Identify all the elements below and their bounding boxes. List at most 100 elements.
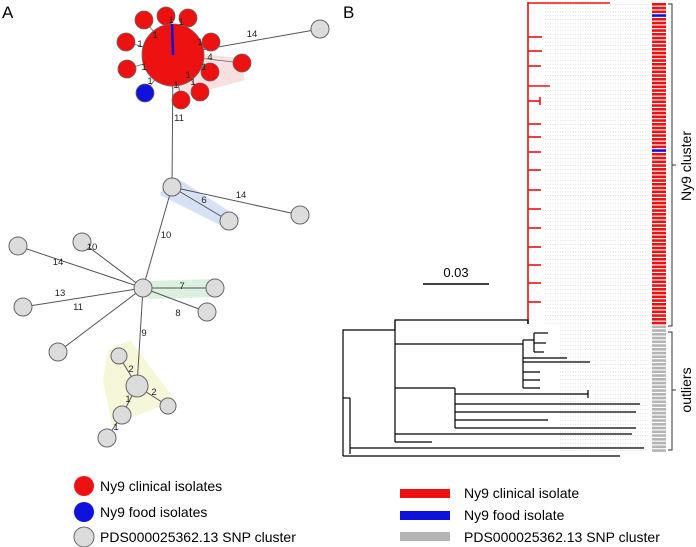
- edge: [17, 245, 144, 289]
- legend-snp-swatch: [400, 532, 450, 541]
- clinical-node: [201, 32, 221, 52]
- grey-node: [13, 297, 33, 317]
- hub-food-wedge: [170, 23, 175, 56]
- legend-snp-label: PDS000025362.13 SNP cluster: [100, 529, 296, 545]
- legend-clinical-swatch: [400, 489, 450, 498]
- tip-color-cell: [652, 239, 666, 242]
- panel-b: B: [342, 2, 694, 545]
- tip-color-cell: [652, 400, 666, 404]
- ny9-clade: [527, 2, 610, 324]
- tip-color-cell: [652, 318, 666, 321]
- edge-label: 11: [73, 302, 83, 313]
- edge-label: 1: [178, 17, 183, 28]
- tip-color-cell: [652, 168, 666, 171]
- tip-color-cell: [652, 321, 666, 325]
- tip-color-cell: [652, 89, 666, 92]
- edge-label: 1: [125, 394, 130, 405]
- legend-clinical-label: Ny9 clinical isolate: [464, 485, 579, 501]
- outlier-tree: [342, 319, 644, 457]
- tip-color-cell: [652, 359, 666, 362]
- edge: [142, 287, 208, 313]
- edge-label: 1: [141, 62, 146, 73]
- tip-color-cell: [652, 441, 666, 445]
- grey-node: [290, 205, 310, 225]
- tip-color-cell: [652, 160, 666, 164]
- tip-color-cell: [652, 130, 666, 134]
- tip-color-cell: [652, 108, 666, 111]
- clinical-node: [232, 53, 252, 73]
- tip-color-cell: [652, 6, 666, 10]
- tip-color-cell: [652, 434, 666, 437]
- tip-color-cell: [652, 385, 666, 389]
- edge-label: 7: [179, 281, 184, 292]
- tip-color-cell: [652, 243, 666, 246]
- grey-node: [219, 211, 239, 231]
- grey-node: [125, 374, 149, 398]
- outliers-bracket: [668, 331, 673, 451]
- edge-label: 2: [128, 364, 133, 375]
- outliers-label: outliers: [678, 367, 694, 412]
- tip-color-cell: [652, 70, 666, 74]
- tip-color-cell: [652, 340, 666, 344]
- grey-node: [162, 177, 182, 197]
- edge-label: 14: [236, 190, 247, 201]
- tip-color-cell: [652, 66, 666, 70]
- scale-bar: 0.03: [423, 265, 489, 285]
- tip-color-cell: [652, 141, 666, 145]
- edge-label: 1: [147, 76, 152, 87]
- legend-clinical-swatch: [74, 476, 94, 496]
- edge-label: 1: [168, 15, 173, 26]
- tip-color-cell: [652, 198, 666, 201]
- tip-color-cell: [652, 183, 666, 186]
- edge-label: 10: [87, 242, 98, 253]
- tip-color-cell: [652, 329, 666, 332]
- panel-a: A: [2, 3, 330, 547]
- tip-color-cell: [652, 186, 666, 190]
- legend-food-swatch: [74, 502, 94, 522]
- edge-label: 4: [207, 52, 212, 63]
- tip-color-cell: [652, 25, 666, 29]
- clinical-node: [178, 8, 198, 28]
- tip-color-cell: [652, 119, 666, 122]
- tip-color-cell: [652, 419, 666, 422]
- tip-color-cell: [652, 156, 666, 160]
- tip-color-cell: [652, 284, 666, 287]
- tip-color-cell: [652, 445, 666, 449]
- tip-color-cell: [652, 201, 666, 205]
- tip-color-cell: [652, 265, 666, 269]
- legend-food-swatch: [400, 511, 450, 520]
- tip-color-cell: [652, 55, 666, 59]
- tip-color-cell: [652, 415, 666, 419]
- tip-color-cell: [652, 276, 666, 280]
- edge: [142, 186, 173, 289]
- tip-color-cell: [652, 3, 666, 6]
- tip-color-cell: [652, 164, 666, 167]
- legend-snp-swatch: [73, 526, 95, 547]
- tip-color-cell: [652, 190, 666, 194]
- grey-node: [205, 278, 225, 298]
- tip-color-cell: [652, 14, 666, 17]
- leaf-guides: [545, 4, 650, 451]
- tip-color-cell: [652, 355, 666, 359]
- clinical-node: [134, 10, 154, 30]
- tip-color-cell: [652, 310, 666, 314]
- grey-node: [133, 278, 153, 298]
- tip-color-cell: [652, 115, 666, 119]
- legend-food-label: Ny9 food isolate: [464, 507, 565, 523]
- tip-color-cell: [652, 336, 666, 340]
- tip-color-cell: [652, 344, 666, 347]
- grey-node: [97, 428, 117, 448]
- legend-a: Ny9 clinical isolates Ny9 food isolates …: [73, 476, 296, 547]
- tip-color-cell: [652, 171, 666, 175]
- tip-color-cell: [652, 126, 666, 130]
- tip-color-cell: [652, 449, 666, 452]
- tip-color-cell: [652, 325, 666, 329]
- ny9-cluster-label: Ny9 cluster: [678, 131, 694, 201]
- tip-color-cell: [652, 175, 666, 179]
- tip-color-cell: [652, 378, 666, 381]
- tip-color-cell: [652, 423, 666, 426]
- tip-color-cell: [652, 74, 666, 77]
- edge-label: 1: [190, 77, 195, 88]
- edge: [171, 186, 301, 216]
- panel-b-label: B: [343, 3, 354, 22]
